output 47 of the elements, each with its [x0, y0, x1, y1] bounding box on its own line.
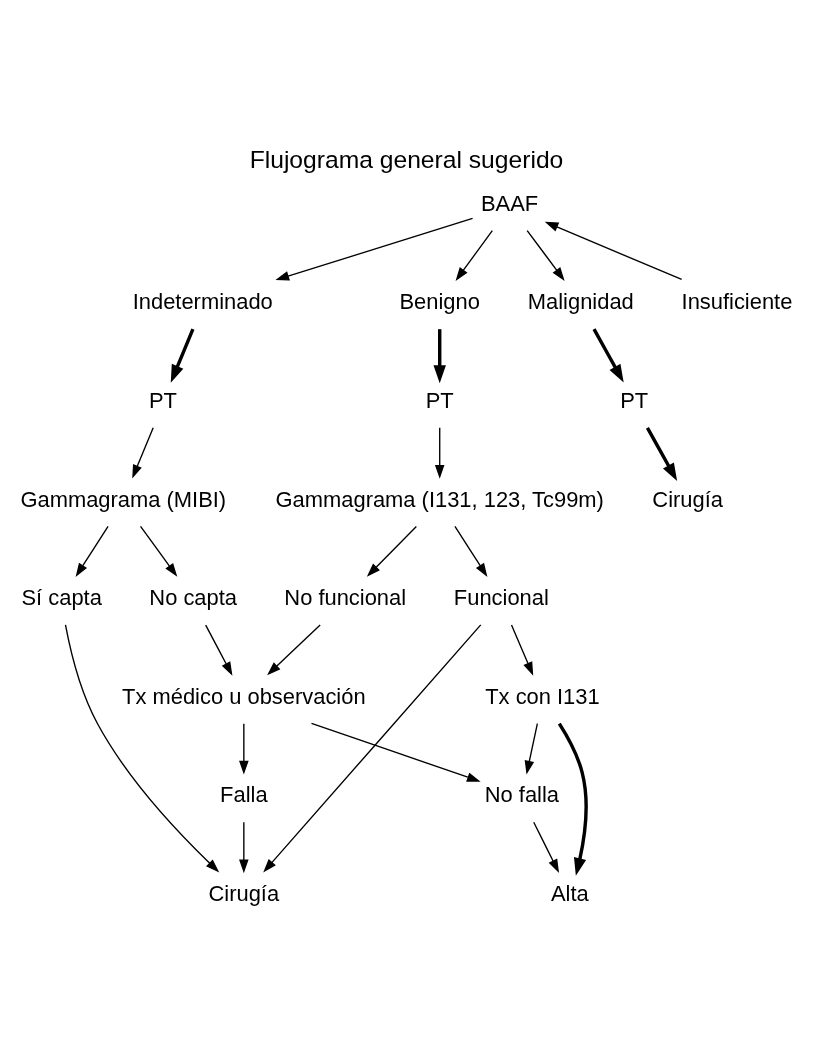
arrow	[434, 427, 445, 479]
arrow	[205, 624, 233, 676]
arrow	[526, 229, 565, 281]
node-text: Insuficiente	[681, 289, 793, 315]
node-text: No funcional	[284, 585, 407, 611]
arrow	[592, 328, 624, 383]
node-text: Tx médico u observación	[122, 683, 366, 709]
arrow	[75, 525, 109, 577]
arrow	[239, 821, 249, 874]
arrow	[310, 722, 481, 782]
arrow	[366, 525, 418, 577]
diagram-title: Flujograma general sugerido	[249, 145, 564, 173]
node-text: Malignidad	[527, 289, 634, 315]
arrow	[544, 221, 683, 281]
node-text: No capta	[149, 585, 237, 611]
node-text: PT	[620, 387, 649, 413]
arrow	[170, 328, 195, 383]
node-text: Cirugía	[652, 486, 723, 512]
node-text: Sí capta	[21, 585, 102, 611]
node-text: Alta	[550, 881, 589, 907]
node-text: Gammagrama (MIBI)	[20, 486, 227, 512]
node-text: PT	[149, 387, 178, 413]
node-text: Falla	[220, 782, 268, 808]
node-text: Tx con I131	[485, 683, 600, 709]
arrow	[510, 624, 534, 676]
node-text: Gammagrama (I131, 123, Tc99m)	[275, 486, 604, 512]
arrow	[263, 624, 482, 873]
arrow	[275, 217, 474, 281]
arrow	[533, 821, 560, 873]
node-text: BAAF	[480, 190, 539, 216]
arrow	[132, 427, 154, 479]
arrow	[557, 722, 588, 876]
arrow	[455, 229, 493, 281]
arrow	[454, 525, 488, 577]
node-text: Indeterminado	[132, 289, 273, 315]
arrow	[524, 723, 539, 775]
arrow	[433, 329, 446, 384]
node-text: No falla	[484, 782, 560, 808]
node-text: Funcional	[453, 585, 549, 611]
node-text: PT	[425, 387, 454, 413]
arrow	[267, 624, 321, 676]
arrow	[239, 723, 249, 775]
node-text: Cirugía	[208, 881, 280, 907]
arrow	[139, 525, 178, 577]
node-text: Benigno	[399, 289, 480, 315]
arrow	[64, 624, 220, 873]
arrow	[645, 426, 678, 482]
